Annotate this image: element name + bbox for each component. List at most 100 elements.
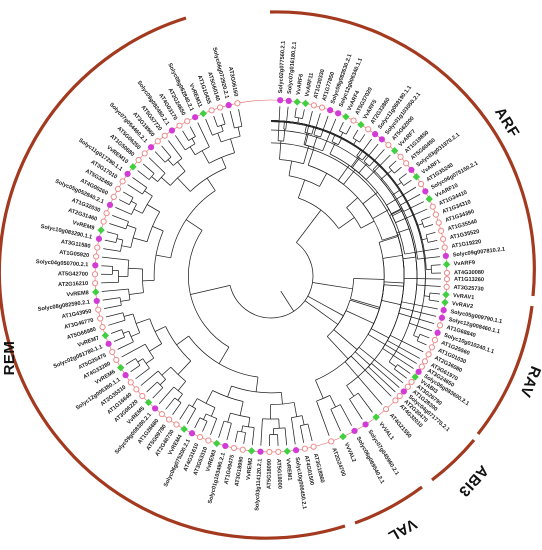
tree-branch — [182, 130, 189, 141]
leaf-label: AT4G01500 — [303, 455, 315, 486]
clade-arcs — [0, 10, 536, 540]
tree-branch — [237, 127, 241, 137]
vitis-leaf-marker — [411, 373, 419, 381]
tree-branch — [176, 335, 189, 346]
tree-branch — [226, 423, 232, 441]
tree-branch — [127, 224, 137, 229]
tree-branch — [177, 381, 187, 391]
vitis-leaf-marker — [372, 413, 380, 421]
arabidopsis-leaf-marker — [443, 269, 451, 277]
tree-branch — [201, 150, 210, 164]
tree-node-arc — [174, 397, 182, 404]
vitis-leaf-marker — [441, 298, 449, 307]
leaf-label: VvVAL2 — [343, 442, 357, 463]
tree-node-arc — [416, 334, 421, 341]
tree-branch — [388, 361, 397, 368]
tree-branch — [340, 132, 344, 138]
tree-branch — [251, 427, 255, 446]
vitis-leaf-marker — [129, 163, 137, 171]
clade-label-abi3: ABI3 — [455, 462, 492, 500]
clade-arc-rav — [476, 305, 534, 435]
arabidopsis-leaf-marker — [301, 445, 308, 452]
solyc-leaf-marker — [225, 102, 232, 109]
tree-branch — [137, 170, 150, 180]
leaf-label: VvREM2 — [246, 458, 254, 481]
solyc-leaf-marker — [335, 110, 342, 117]
tree-branch — [394, 368, 407, 379]
leaf-label: Solyc09g007810.2.1 — [453, 247, 506, 259]
tree-branch — [243, 432, 246, 444]
tree-branch — [313, 113, 321, 135]
tree-node-arc — [350, 278, 354, 299]
arabidopsis-leaf-marker — [396, 392, 403, 400]
leaf-label: VvARF6 — [296, 73, 305, 95]
tree-root-arc — [229, 242, 314, 319]
tree-branch — [350, 298, 380, 308]
tree-branch — [392, 210, 404, 217]
tree-branch — [369, 149, 385, 167]
tree-branch — [123, 313, 134, 317]
tree-branch — [102, 256, 129, 261]
leaf-label: Solyc02g077560.2.1 — [278, 41, 287, 94]
tree-node-arc — [231, 385, 282, 394]
tree-branch — [388, 160, 397, 168]
tree-node-arc — [188, 404, 196, 409]
tree-branch — [322, 118, 337, 151]
tree-node-arc — [172, 158, 183, 166]
tree-branch — [396, 228, 410, 234]
tree-branch — [371, 363, 400, 388]
tree-branch — [220, 125, 224, 132]
solyc-leaf-marker — [422, 188, 429, 195]
tree-branch — [424, 295, 430, 297]
tree-branch — [177, 177, 191, 192]
leaf-label: VvARF11 — [304, 72, 315, 97]
tree-node-arc — [212, 130, 224, 136]
arabidopsis-leaf-marker — [141, 150, 148, 157]
arabidopsis-leaf-marker — [91, 271, 99, 278]
tree-node-arc — [352, 137, 360, 143]
tree-branch — [154, 151, 166, 163]
tree-branch — [403, 201, 425, 212]
arabidopsis-leaf-marker — [114, 185, 122, 193]
tree-branch — [338, 122, 344, 131]
tree-branch — [317, 309, 339, 325]
tree-branch — [417, 223, 423, 226]
vitis-leaf-marker — [412, 173, 421, 181]
tree-node-arc — [115, 234, 119, 243]
arabidopsis-leaf-marker — [217, 104, 224, 111]
tree-branch — [205, 118, 213, 136]
solyc-leaf-marker — [93, 297, 100, 305]
tree-branch — [227, 413, 231, 423]
tree-branch — [372, 209, 390, 219]
tree-branch — [384, 281, 404, 284]
solyc-leaf-marker — [400, 388, 407, 395]
leaf-label: AT1G43950 — [61, 309, 92, 321]
tree-branch — [321, 303, 344, 317]
tree-node-arc — [363, 161, 370, 167]
tree-branches — [101, 106, 441, 446]
vitis-leaf-marker — [357, 121, 365, 129]
leaf-label: Solyc03g114120.2.1 — [254, 459, 263, 512]
arabidopsis-leaf-marker — [99, 323, 106, 331]
tree-branch — [154, 326, 166, 332]
tree-branch — [101, 281, 119, 284]
tree-node-arc — [288, 175, 320, 187]
clade-label-val: VAL — [385, 515, 420, 545]
tree-branch — [102, 297, 121, 301]
solyc-leaf-marker — [362, 421, 369, 428]
tree-branch — [205, 390, 213, 404]
tree-branch — [106, 231, 118, 236]
tree-branch — [133, 208, 143, 214]
tree-branch — [394, 166, 402, 174]
tree-branch — [123, 191, 134, 198]
vitis-leaf-marker — [293, 98, 301, 106]
tree-branch — [345, 125, 352, 135]
tree-node-arc — [300, 423, 308, 426]
arabidopsis-leaf-marker — [425, 351, 432, 358]
tree-branch — [360, 220, 375, 229]
solyc-leaf-marker — [188, 430, 196, 437]
tree-branch — [368, 366, 396, 393]
tree-branch — [148, 157, 166, 174]
vitis-leaf-marker — [442, 260, 451, 269]
tree-branch — [346, 385, 355, 397]
